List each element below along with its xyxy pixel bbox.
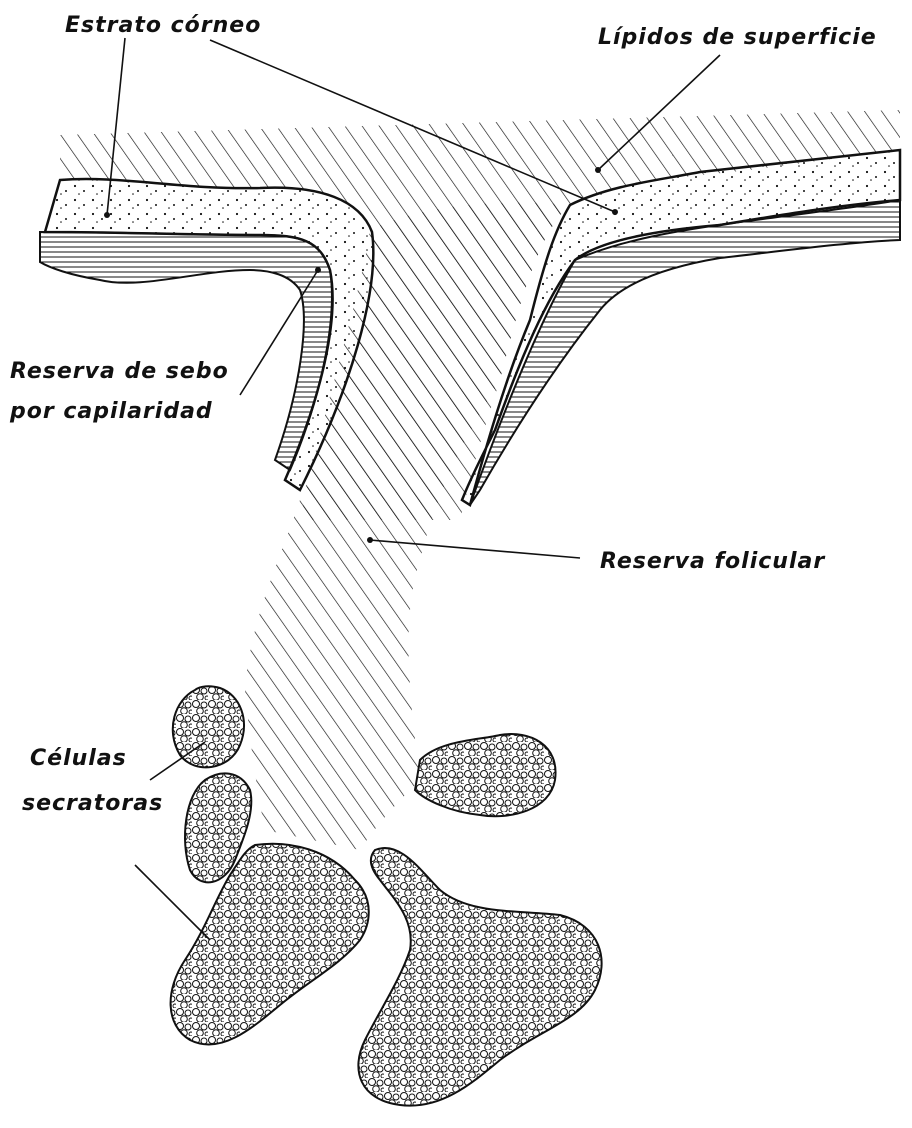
label-reserva-sebo-1: Reserva de sebo (10, 359, 229, 384)
marker-estrato-corneo (104, 212, 110, 218)
label-reserva-sebo-2: por capilaridad (9, 399, 213, 424)
label-lipidos-superficie: Lípidos de superficie (598, 25, 877, 50)
marker-reserva-folicular (367, 537, 373, 543)
label-estrato-corneo: Estrato córneo (65, 13, 261, 38)
lobule-bottom-right (358, 848, 601, 1106)
lobule-right (415, 734, 556, 816)
marker-lipidos-2 (595, 167, 601, 173)
label-celulas-1: Células (30, 746, 127, 771)
marker-reserva-sebo (315, 267, 321, 273)
marker-lipidos (612, 209, 618, 215)
epidermis-left (40, 232, 332, 470)
lobule-upper-left (173, 686, 244, 767)
label-reserva-folicular: Reserva folicular (600, 549, 825, 574)
label-celulas-2: secratoras (22, 791, 163, 816)
